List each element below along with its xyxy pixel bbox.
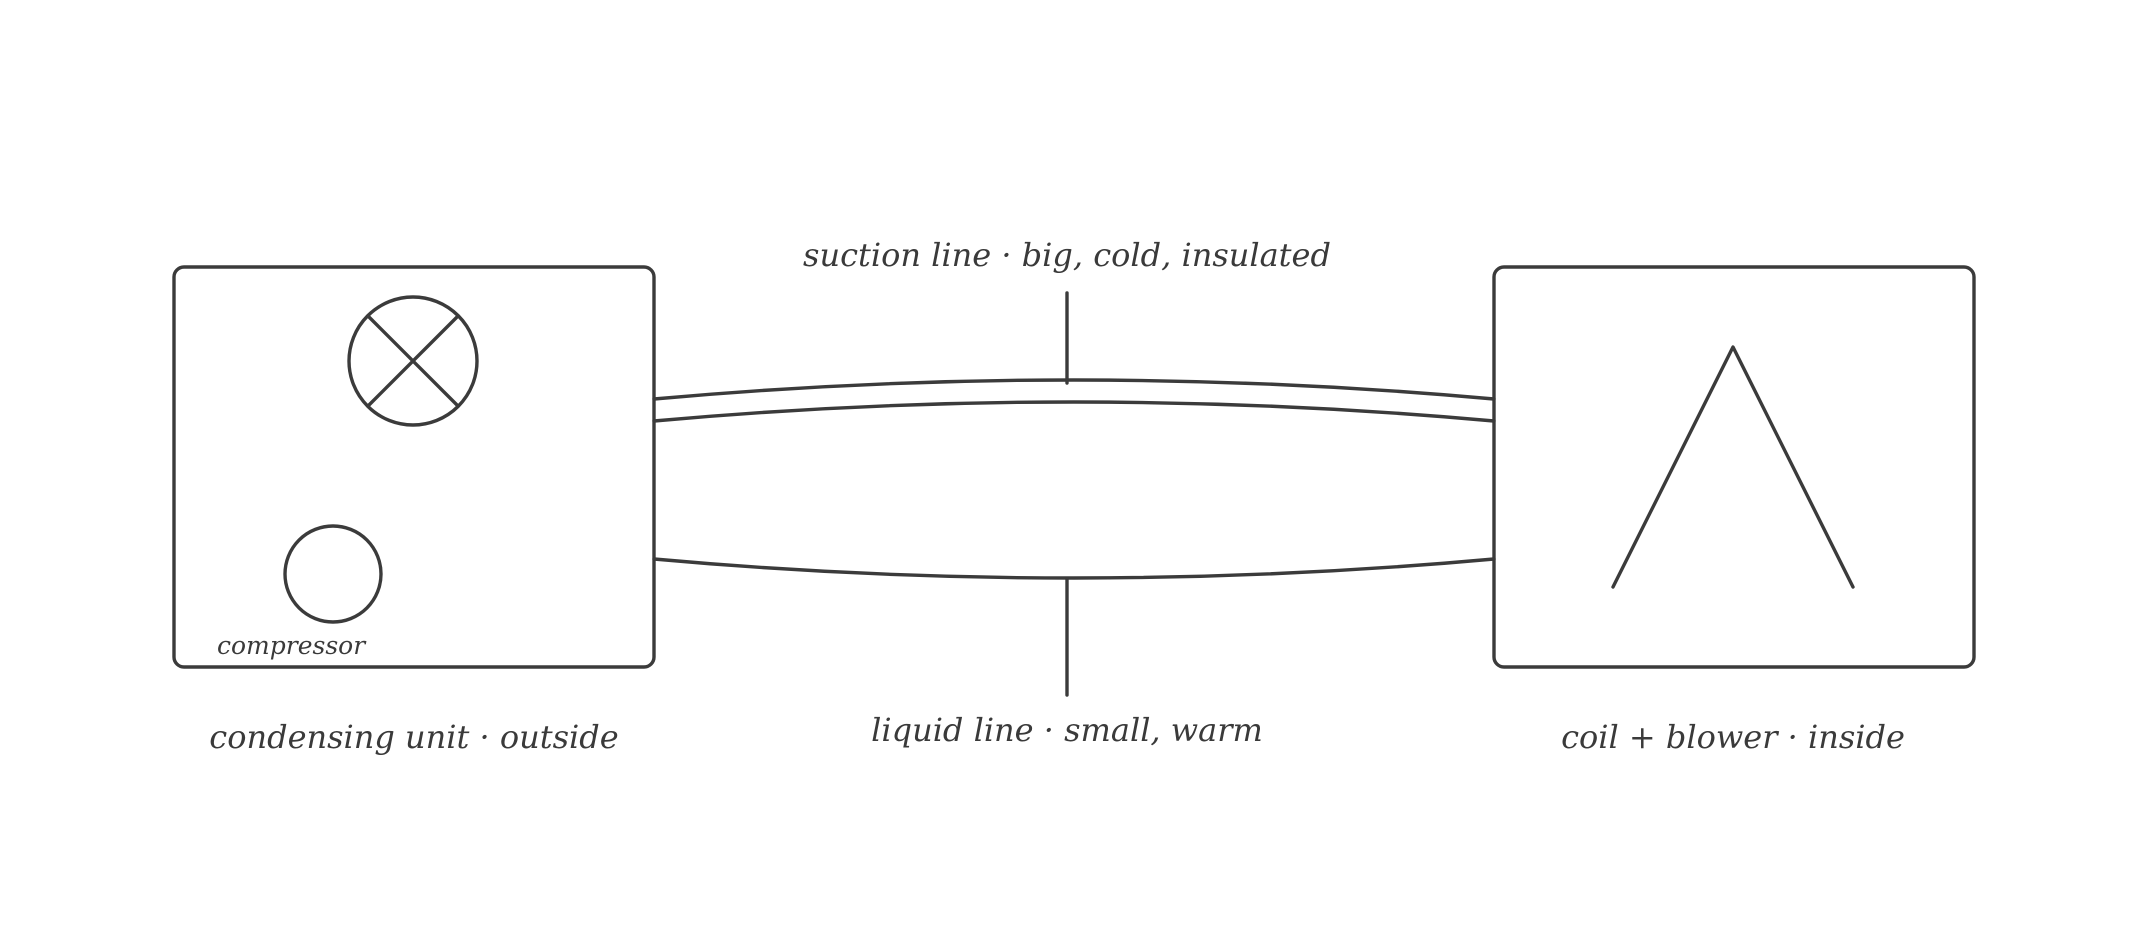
liquid-line	[652, 557, 1496, 697]
compressor-icon	[283, 524, 383, 624]
condensing-unit: compressor	[172, 265, 656, 669]
liquid-line-label: liquid line · small, warm	[871, 711, 1263, 749]
fan-icon	[347, 295, 479, 427]
condensing-unit-box	[172, 265, 656, 669]
indoor-unit-box	[1492, 265, 1976, 669]
suction-line-inner	[652, 400, 1496, 423]
compressor-label: compressor	[217, 631, 367, 660]
indoor-unit	[1492, 265, 1976, 669]
condensing-unit-label: condensing unit · outside	[209, 718, 618, 756]
indoor-unit-label: coil + blower · inside	[1561, 718, 1905, 756]
suction-line-label: suction line · big, cold, insulated	[803, 236, 1331, 274]
liquid-line-pipe	[652, 557, 1496, 580]
suction-line-outer	[652, 378, 1496, 401]
coil-icon	[1611, 345, 1855, 589]
suction-line	[652, 291, 1496, 423]
